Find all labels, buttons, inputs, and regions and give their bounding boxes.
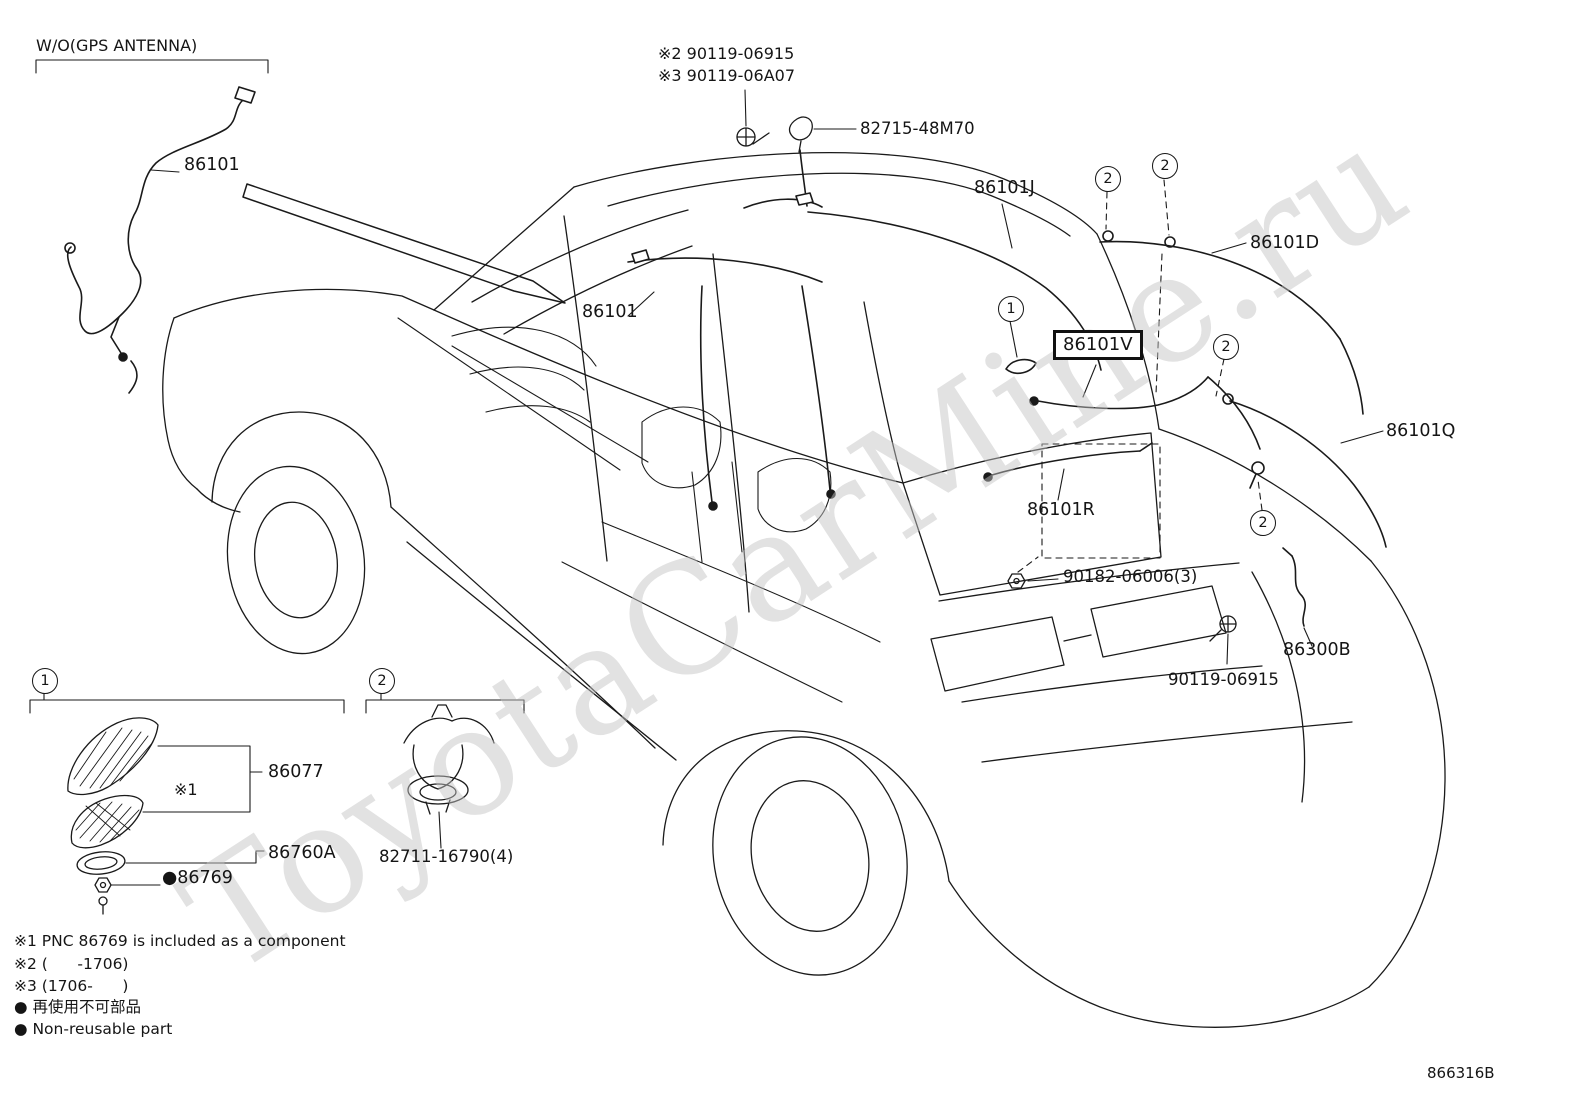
part-number-note3-90119-06A07: ※3 90119-06A07 (658, 66, 796, 85)
brackets (29, 59, 525, 714)
quarter-cable-86101Q (1222, 393, 1387, 548)
footnote-2: ※2 ( -1706) (14, 955, 129, 973)
roof-harness (743, 149, 1102, 371)
part-number-86760A: 86760A (268, 843, 336, 863)
front-wheel (226, 465, 366, 655)
part-number-86101-center: 86101 (582, 302, 638, 322)
label-wo-gps-antenna: W/O(GPS ANTENNA) (36, 36, 198, 55)
part-number-86101-left: 86101 (184, 155, 240, 175)
callout-2-pillar: 2 (1213, 334, 1239, 360)
part-number-note2-90119-06915: ※2 90119-06915 (658, 44, 795, 63)
vehicle-body (162, 152, 1446, 1028)
part-number-86101V-highlighted: 86101V (1053, 330, 1143, 360)
footnote-3: ※3 (1706- ) (14, 977, 129, 995)
legend-antenna-86077 (67, 717, 265, 915)
footnote-4: ● 再使用不可部品 (14, 998, 141, 1016)
part-number-86101D: 86101D (1250, 233, 1320, 253)
callout-1-rear: 1 (998, 296, 1024, 322)
legend-clip-82711 (403, 704, 495, 815)
dashed-reference-lines (1017, 179, 1263, 573)
part-number-86101R: 86101R (1027, 500, 1095, 520)
callout-2-roof-right: 2 (1152, 153, 1178, 179)
callout-2-legend: 2 (369, 668, 395, 694)
callout-1-legend: 1 (32, 668, 58, 694)
part-number-86077: 86077 (268, 762, 324, 782)
part-number-90182-06006: 90182-06006(3) (1063, 567, 1198, 586)
ref-mark-1: ※1 (174, 780, 198, 799)
part-number-86300B: 86300B (1283, 640, 1351, 660)
rear-wheel (712, 736, 908, 976)
callout-2-quarter: 2 (1250, 510, 1276, 536)
rear-harness-86101V (1005, 358, 1265, 489)
callout-2-roof-left: 2 (1095, 166, 1121, 192)
fastener-icons (736, 116, 1237, 642)
tailgate-wire-86300B (1282, 547, 1306, 627)
leader-lines (110, 89, 1384, 886)
part-number-82715-48M70: 82715-48M70 (860, 119, 975, 138)
part-number-90119-06915: 90119-06915 (1168, 670, 1279, 689)
footnote-1: ※1 PNC 86769 is included as a component (14, 932, 346, 950)
pointer-arrow (242, 183, 566, 304)
part-number-86101J: 86101J (974, 178, 1035, 198)
diagram-code: 866316B (1427, 1064, 1495, 1082)
interior-cutaway (397, 317, 881, 703)
part-number-86769: ●86769 (162, 868, 233, 888)
part-number-86101Q: 86101Q (1386, 421, 1456, 441)
cabin-harness-86101 (627, 249, 836, 511)
part-number-82711-16790: 82711-16790(4) (379, 847, 514, 866)
rear-window-wire-86101R (983, 442, 1153, 482)
antenna-harness-86101-left (64, 86, 256, 394)
rear-cable-86101D (1099, 230, 1364, 415)
footnote-5: ● Non-reusable part (14, 1020, 173, 1038)
